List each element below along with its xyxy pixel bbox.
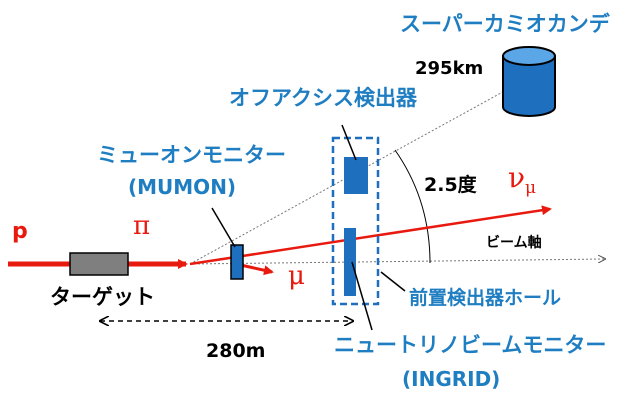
ingrid-label: (INGRID) — [402, 367, 500, 391]
angle-label: 2.5度 — [424, 173, 478, 196]
beam-axis-label: ビーム軸 — [486, 234, 542, 251]
distance-295km-label: 295km — [415, 58, 483, 79]
target-label: ターゲット — [50, 285, 155, 309]
neutrino-beam-monitor-label: ニュートリノビームモニター — [334, 333, 606, 357]
leader-off-axis — [341, 124, 357, 161]
neutrino-beam — [189, 205, 552, 266]
near-detector-hall-label: 前置検出器ホール — [409, 286, 561, 309]
leader-ingrid — [351, 261, 373, 331]
muon-monitor-label: ミューオンモニター — [97, 143, 286, 167]
super-kamiokande-icon — [502, 46, 556, 117]
super-kamiokande-label: スーパーカミオカンデ — [400, 12, 611, 36]
muon-monitor-block — [230, 244, 244, 280]
muon-label: μ — [288, 261, 305, 291]
beam-axis-line — [189, 259, 605, 265]
near-detector-hall-box — [331, 136, 380, 306]
distance-280m-label: 280m — [206, 340, 265, 362]
angle-arc — [394, 149, 431, 264]
off-axis-detector-label: オフアクシス検出器 — [229, 86, 418, 110]
ingrid-block — [344, 228, 356, 296]
mumon-label: (MUMON) — [128, 175, 236, 199]
nu-subscript: μ — [525, 178, 536, 198]
target-block — [69, 252, 129, 276]
nu-mu-symbol: νμ — [508, 161, 536, 198]
proton-label: p — [12, 219, 28, 244]
pion-label: π — [133, 211, 150, 241]
leader-near-hall — [380, 271, 406, 292]
off-axis-detector-block — [344, 157, 368, 194]
nu-symbol: ν — [508, 161, 525, 194]
off-axis-guide-line — [189, 87, 511, 265]
leader-muon-monitor — [211, 207, 236, 248]
